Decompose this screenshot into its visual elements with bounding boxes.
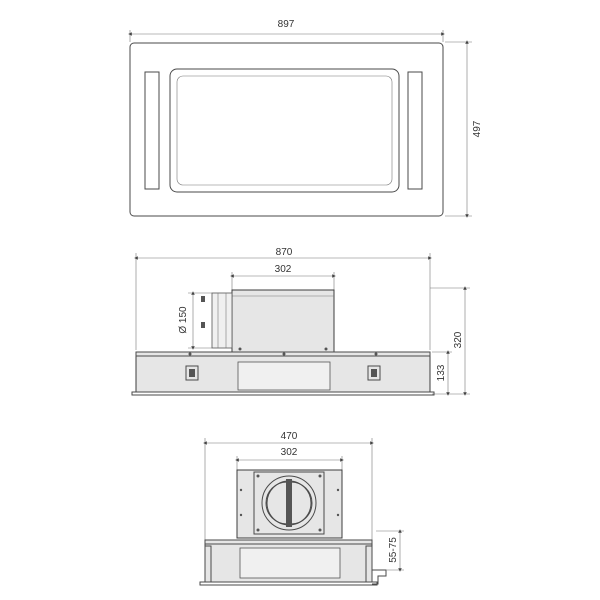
motor-box <box>231 289 335 353</box>
top-glass-panel <box>169 68 400 193</box>
duct-outlet <box>261 475 317 531</box>
top-view: 897 497 <box>128 19 483 218</box>
side-total-width-label: 470 <box>281 431 298 442</box>
right-light-strip <box>407 71 423 190</box>
front-body-height-label: 133 <box>436 364 447 381</box>
duct-diameter-label: Ø 150 <box>178 306 189 334</box>
right-control-module <box>367 365 381 381</box>
mounting-bracket <box>372 569 387 585</box>
duct-spigot <box>211 292 233 349</box>
flange-range-label: 55-75 <box>388 537 399 563</box>
left-control-module <box>185 365 199 381</box>
duct-flange-plate <box>253 471 325 535</box>
front-view: 870 302 Ø 150 320 133 <box>131 247 470 396</box>
left-light-strip <box>144 71 160 190</box>
side-box-width-label: 302 <box>281 447 298 458</box>
front-box-width-label: 302 <box>275 264 292 275</box>
top-depth-label: 497 <box>472 120 483 137</box>
side-view: 470 302 <box>199 431 404 586</box>
top-panel-outline <box>129 42 444 217</box>
top-width-label: 897 <box>278 19 295 30</box>
side-center-opening <box>239 547 341 579</box>
front-center-opening <box>237 361 331 391</box>
front-total-width-label: 870 <box>276 247 293 258</box>
front-total-height-label: 320 <box>453 331 464 348</box>
